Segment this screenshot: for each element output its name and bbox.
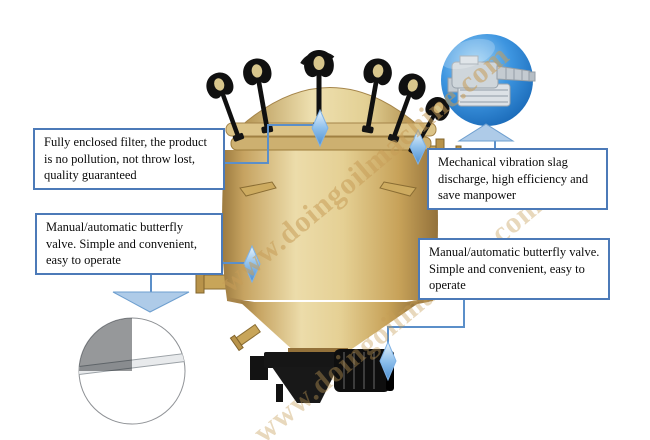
diamond-arrow-valve xyxy=(379,340,397,382)
vibration-motor-photo xyxy=(441,34,536,126)
arrow-down-to-plates-photo xyxy=(112,291,190,313)
left-lug xyxy=(239,181,277,197)
cone-stub-pipe xyxy=(229,323,261,352)
discharge-valve-assembly xyxy=(250,348,394,403)
arrows xyxy=(112,108,515,382)
filter-plates-photo xyxy=(78,317,186,425)
right-lug xyxy=(379,181,417,197)
filter-vessel xyxy=(195,50,462,403)
diamond-arrow-lid xyxy=(311,108,329,148)
callout-enclosed-filter: Fully enclosed filter, the product is no… xyxy=(33,128,225,190)
callout-butterfly-valve-bottom: Manual/automatic butterfly valve. Simple… xyxy=(418,238,610,300)
callout-slag-discharge: Mechanical vibration slag discharge, hig… xyxy=(427,148,608,210)
arrow-up-to-motor-photo xyxy=(457,123,515,142)
cone-bottom xyxy=(240,302,420,353)
connector-lines xyxy=(150,124,496,344)
diamond-arrow-right-pipe xyxy=(409,128,427,166)
diamond-arrow-left-pipe xyxy=(243,244,261,284)
callout-butterfly-valve-left: Manual/automatic butterfly valve. Simple… xyxy=(35,213,223,275)
vessel-lid xyxy=(225,51,437,151)
